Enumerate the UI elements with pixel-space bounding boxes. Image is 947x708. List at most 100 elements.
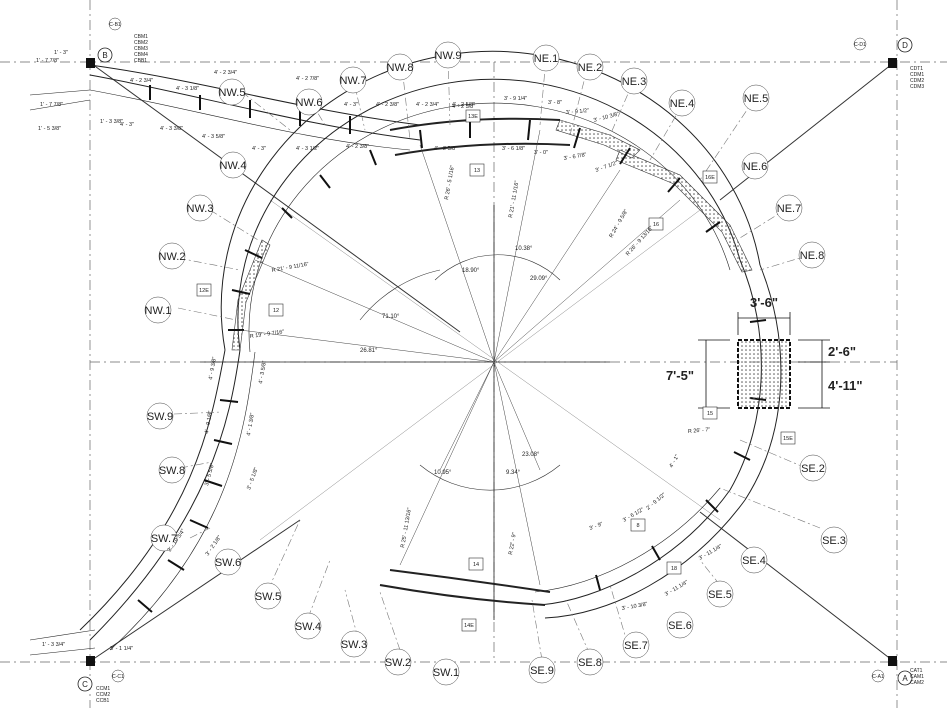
station-bubble-sw-5: SW.5 [254, 582, 282, 610]
station-bubble-label: NW.5 [219, 87, 246, 99]
station-bubble-label: NE.2 [578, 62, 602, 74]
segment-dimension: 4' - 9 3/8" [208, 356, 218, 380]
station-bubble-label: NW.2 [159, 251, 186, 263]
segment-dimension: 4' - 2 3/4" [416, 102, 439, 108]
radius-dimension: R 19' - 9 7/16" [249, 329, 284, 340]
section-tag-label: 18 [671, 566, 677, 572]
section-tag: 15 [702, 406, 718, 420]
station-bubble-nw-1: NW.1 [145, 296, 172, 324]
segment-dimension: 3' - 6 1/8" [502, 146, 525, 152]
column-detail [698, 312, 830, 409]
section-tag-label: 8 [636, 523, 639, 529]
ring-ticks [137, 85, 767, 613]
station-bubble-ne-7: NE.7 [775, 194, 803, 222]
section-tag: 14E [461, 618, 477, 632]
section-tag: 13 [469, 163, 485, 177]
grid-note-line: CDT1 [910, 66, 923, 72]
detail-upper-label: 2'-6" [828, 344, 856, 359]
segment-dimension: 4' - 3" [252, 146, 266, 152]
grid-note-line: CCM2 [96, 692, 110, 698]
segment-dimension: 3' - 11 1/4" [698, 544, 723, 562]
grid-note-line: CDM2 [910, 78, 924, 84]
angle-arcs [359, 254, 561, 491]
radius-dimension: R 26' - 7" [688, 427, 711, 435]
column-tag-c-c1: C-C1 [111, 669, 125, 683]
station-bubble-label: SW.1 [433, 667, 459, 679]
section-tag: 8 [630, 518, 646, 532]
section-tag-label: 15E [783, 436, 793, 442]
section-tag: 16E [702, 170, 718, 184]
segment-dimension: 1' - 5 3/8" [38, 126, 61, 132]
segment-dimension: 4' - 3" [120, 122, 134, 128]
station-bubble-label: NW.8 [387, 62, 414, 74]
center-axis [200, 205, 610, 620]
section-tag: 13E [465, 109, 481, 123]
grid-bubble-label: D [902, 41, 908, 50]
station-bubble-label: NW.7 [340, 75, 367, 87]
segment-dimension: 3' - 5 1/8" [246, 467, 260, 491]
segment-dimension: 4' - 2 3/4" [130, 78, 153, 84]
segment-dimension: 4' - 3" [344, 102, 358, 108]
section-tag-label: 16E [705, 175, 715, 181]
station-bubble-label: NW.9 [435, 50, 462, 62]
detail-width-label: 3'-6" [750, 295, 778, 310]
station-bubble-label: SE.9 [530, 665, 554, 677]
station-bubble-label: NW.1 [145, 305, 172, 317]
station-bubble-sw-7: SW.7 [150, 524, 178, 552]
cables [91, 63, 893, 661]
grid-note-line: CBM4 [134, 52, 148, 58]
station-bubble-ne-6: NE.6 [741, 152, 769, 180]
section-tag: 12 [268, 303, 284, 317]
station-bubble-ne-8: NE.8 [798, 241, 826, 269]
station-bubble-label: SE.2 [801, 463, 825, 475]
angle-dimension: 9.34° [506, 470, 521, 476]
station-bubble-label: NE.6 [743, 161, 767, 173]
station-bubble-label: SW.5 [255, 591, 281, 603]
segment-dimension: 4' - 1 3/8" [246, 412, 256, 436]
section-tag-label: 12 [273, 308, 279, 314]
grid-note-line: CBM1 [134, 34, 148, 40]
radius-dimension: R 26' - 9 13/16" [625, 225, 655, 257]
radius-dimension: R 25' - 11 13/16" [400, 507, 413, 548]
segment-dimension: 4' - 9 1/8" [204, 410, 214, 434]
station-bubble-nw-3: NW.3 [187, 194, 213, 222]
radius-dimension: R 22' - 9" [508, 532, 518, 555]
station-bubble-se-9: SE.9 [528, 656, 556, 684]
station-bubble-label: NE.1 [534, 53, 558, 65]
grid-note-line: CCM1 [96, 686, 110, 692]
station-bubble-label: SE.5 [708, 589, 732, 601]
angle-dimension: 10.38° [515, 246, 533, 252]
segment-dimension: 3' - 9" [589, 521, 604, 531]
grid-bubble-label: C [82, 680, 88, 689]
station-bubble-label: NE.7 [777, 203, 801, 215]
grid-note-line: CBB1 [134, 58, 147, 64]
segment-dimension: 3' - 11 1/4" [664, 580, 689, 598]
segment-dimension: 4' - 3 3/8" [160, 126, 183, 132]
segment-dimension: 4' - 1" [669, 454, 681, 469]
hatched-segments [231, 119, 753, 351]
station-bubble-label: NW.6 [296, 97, 323, 109]
segment-dimension: 1' - 7 7/8" [40, 102, 63, 108]
column-tag-label: C-B1 [109, 22, 121, 28]
section-tag-label: 14E [464, 623, 474, 629]
grid-note-line: CAM1 [910, 674, 924, 680]
segment-dimension: 4' - 2 3/8" [346, 144, 369, 150]
station-bubble-label: NE.4 [670, 98, 694, 110]
station-bubble-label: SE.7 [624, 640, 648, 652]
station-bubble-ne-3: NE.3 [620, 67, 648, 95]
segment-dimension: 3' - 5 5/8" [204, 463, 216, 487]
segment-dimension: 3' - 6 7/8" [563, 152, 587, 162]
section-tag: 14 [468, 557, 484, 571]
station-bubble-nw-9: NW.9 [435, 41, 462, 69]
segment-dimension: 4' - 2 5/8" [434, 146, 457, 152]
column-tag-label: C-C1 [112, 674, 124, 680]
station-bubble-se-6: SE.6 [666, 611, 694, 639]
station-bubble-label: SW.3 [341, 639, 367, 651]
station-bubble-sw-2: SW.2 [384, 648, 412, 676]
grid-note-line: CAM2 [910, 680, 924, 686]
station-bubble-sw-6: SW.6 [214, 548, 242, 576]
station-bubble-se-3: SE.3 [820, 526, 848, 554]
section-tag-label: 16 [653, 222, 659, 228]
